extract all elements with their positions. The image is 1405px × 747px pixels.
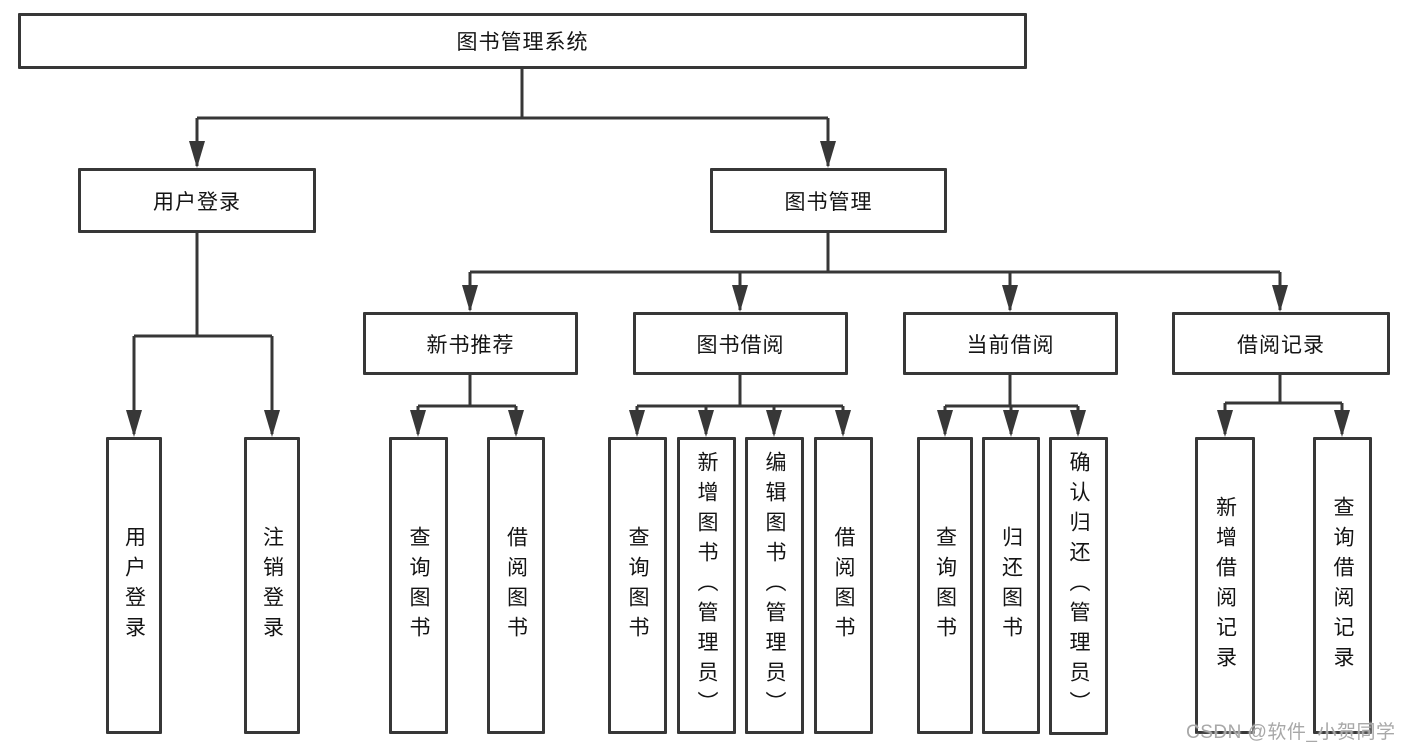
arrowhead [732,285,748,312]
leaf-cb-return-books-label: 归还图书 [999,525,1023,646]
leaf-bb-edit-books-admin: 编辑图书（管理员） [745,437,804,734]
node-root-label: 图书管理系统 [456,31,589,54]
leaf-cb-query-books-label: 查询图书 [933,525,957,646]
leaf-br-add-record-label: 新增借阅记录 [1213,495,1237,676]
node-current-borrowing-label: 当前借阅 [966,333,1055,357]
node-current-borrowing: 当前借阅 [903,312,1118,375]
arrowhead [1217,410,1233,437]
arrowhead [189,141,205,168]
leaf-cb-confirm-return-admin: 确认归还（管理员） [1049,437,1108,735]
connector-bookborrow-children [629,375,851,437]
csdn-watermark: CSDN @软件_小贺同学 [1186,722,1396,743]
node-new-book-recommend: 新书推荐 [363,312,578,375]
leaf-user-login: 用户登录 [106,437,162,734]
leaf-nb-query-books: 查询图书 [389,437,448,734]
leaf-bb-add-books-admin: 新增图书（管理员） [677,437,736,734]
leaf-nb-borrow-books: 借阅图书 [487,437,545,734]
leaf-cb-query-books: 查询图书 [917,437,973,734]
arrowhead [126,410,142,437]
arrowhead [508,410,524,437]
arrowhead [1272,285,1288,312]
leaf-user-login-label: 用户登录 [122,525,146,646]
leaf-cb-confirm-return-admin-label: 确认归还（管理员） [1067,451,1090,721]
arrowhead [410,410,426,437]
node-user-login-label: 用户登录 [153,190,241,214]
connector-userlogin-children [126,233,280,437]
arrowhead [264,410,280,437]
arrowhead [462,285,478,312]
node-new-book-recommend-label: 新书推荐 [426,333,515,357]
arrowhead [1070,410,1086,437]
arrowhead [1003,410,1019,437]
leaf-nb-query-books-label: 查询图书 [407,525,430,646]
node-book-borrowing-label: 图书借阅 [696,333,785,357]
connector-borrowrecords-children [1217,375,1350,437]
leaf-bb-borrow-books: 借阅图书 [814,437,873,734]
connector-root-to-level2 [189,69,836,168]
arrowhead [698,410,714,437]
node-borrow-records-label: 借阅记录 [1237,333,1325,357]
node-book-borrowing: 图书借阅 [633,312,848,375]
leaf-br-query-record-label: 查询借阅记录 [1331,495,1354,676]
leaf-bb-query-books: 查询图书 [608,437,667,734]
arrowhead [766,410,782,437]
leaf-logout: 注销登录 [244,437,300,734]
arrowhead [629,410,645,437]
leaf-bb-query-books-label: 查询图书 [626,525,649,646]
node-borrow-records: 借阅记录 [1172,312,1390,375]
connector-newbook-children [410,375,524,437]
arrowhead [937,410,953,437]
connector-currentborrow-children [937,375,1086,437]
connector-bookmgmt-to-level3 [462,233,1288,312]
arrowhead [1002,285,1018,312]
leaf-logout-label: 注销登录 [260,525,284,646]
arrowhead [820,141,836,168]
arrowhead [835,410,851,437]
node-book-management: 图书管理 [710,168,947,233]
node-book-management-label: 图书管理 [784,190,873,214]
leaf-bb-edit-books-admin-label: 编辑图书（管理员） [763,450,786,721]
leaf-nb-borrow-books-label: 借阅图书 [504,525,528,646]
leaf-bb-add-books-admin-label: 新增图书（管理员） [695,450,718,721]
leaf-br-query-record: 查询借阅记录 [1313,437,1372,734]
leaf-bb-borrow-books-label: 借阅图书 [832,525,855,646]
leaf-br-add-record: 新增借阅记录 [1195,437,1255,734]
node-user-login: 用户登录 [78,168,316,233]
node-root: 图书管理系统 [18,13,1027,69]
leaf-cb-return-books: 归还图书 [982,437,1040,734]
arrowhead [1334,410,1350,437]
